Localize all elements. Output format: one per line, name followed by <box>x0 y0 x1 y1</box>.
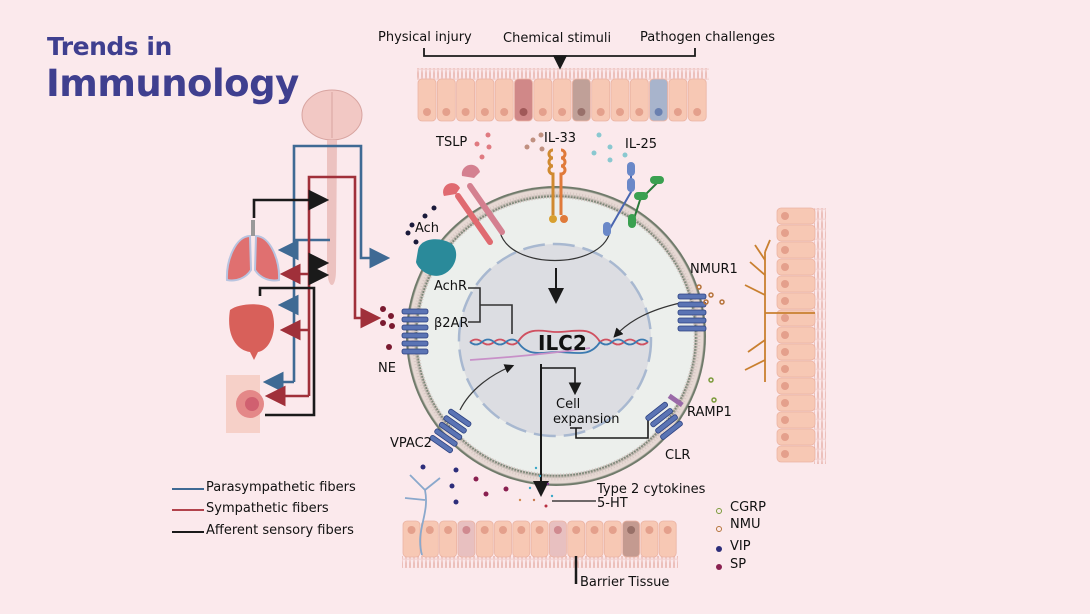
brain-spinal-cord <box>302 90 362 285</box>
label-cell: Cell <box>556 397 580 412</box>
cell-nucleus <box>423 108 431 116</box>
label-il33: IL-33 <box>544 131 576 146</box>
cell-nucleus <box>481 526 489 534</box>
legend-line-sympathetic <box>172 509 204 511</box>
trigger-physical-injury: Physical injury <box>378 30 472 45</box>
legend-sympathetic: Sympathetic fibers <box>206 501 329 516</box>
cell-nucleus <box>781 365 789 373</box>
cell-nucleus <box>597 108 605 116</box>
top-epithelium <box>417 68 709 121</box>
cell-nucleus <box>616 108 624 116</box>
legend-cgrp: CGRP <box>730 500 766 515</box>
trigger-pathogen-challenges: Pathogen challenges <box>640 30 775 45</box>
cell-nucleus <box>609 526 617 534</box>
cell-nucleus <box>577 108 585 116</box>
cell-nucleus <box>539 108 547 116</box>
cell-nucleus <box>674 108 682 116</box>
cgrp-dots <box>709 378 716 402</box>
cell-nucleus <box>517 526 525 534</box>
legend-dot-nmu <box>716 526 722 532</box>
cell-nucleus <box>408 526 416 534</box>
cell-nucleus <box>781 229 789 237</box>
legend-dot-cgrp <box>716 508 722 514</box>
label-ramp1: RAMP1 <box>687 405 732 420</box>
legend-line-parasympathetic <box>172 488 204 490</box>
legend-vip: VIP <box>730 539 751 554</box>
cell-nucleus <box>481 108 489 116</box>
cell-nucleus <box>572 526 580 534</box>
cell-nucleus <box>536 526 544 534</box>
cell-nucleus <box>554 526 562 534</box>
cell-nucleus <box>499 526 507 534</box>
cell-nucleus <box>781 263 789 271</box>
lungs <box>227 220 279 281</box>
cell-nucleus <box>627 526 635 534</box>
legend-dot-vip <box>716 546 722 552</box>
intestine <box>229 304 274 360</box>
cell-nucleus <box>664 526 672 534</box>
cell-nucleus <box>781 314 789 322</box>
cell-nucleus <box>781 280 789 288</box>
cell-nucleus <box>781 246 789 254</box>
legend-afferent: Afferent sensory fibers <box>206 523 354 538</box>
cell-nucleus <box>462 108 470 116</box>
parasympathetic-fibers <box>268 146 385 382</box>
label-expansion: expansion <box>553 412 620 427</box>
cell-nucleus <box>500 108 508 116</box>
cell-nucleus <box>462 526 470 534</box>
cell-nucleus <box>781 416 789 424</box>
cell-nucleus <box>426 526 434 534</box>
trigger-bracket <box>424 48 695 66</box>
label-clr: CLR <box>665 448 690 463</box>
right-epithelium <box>777 208 826 464</box>
cell-nucleus <box>781 348 789 356</box>
label-5ht: 5-HT <box>597 496 628 511</box>
label-achr: AchR <box>434 279 467 294</box>
legend-line-afferent <box>172 531 204 533</box>
cell-nucleus <box>781 212 789 220</box>
cell-nucleus <box>655 108 663 116</box>
label-vpac2: VPAC2 <box>390 436 432 451</box>
cell-nucleus <box>444 526 452 534</box>
bottom-epithelium <box>402 521 678 568</box>
journal-title-line1: Trends in <box>47 32 172 61</box>
cell-nucleus <box>781 450 789 458</box>
cell-nucleus <box>781 382 789 390</box>
cell-nucleus <box>558 108 566 116</box>
legend-sp: SP <box>730 557 746 572</box>
cell-nucleus <box>693 108 701 116</box>
label-barrier-tissue: Barrier Tissue <box>580 575 669 590</box>
cell-nucleus <box>442 108 450 116</box>
label-ne: NE <box>378 361 396 376</box>
legend-parasympathetic: Parasympathetic fibers <box>206 480 356 495</box>
cell-nucleus <box>781 331 789 339</box>
journal-title-line2: Immunology <box>46 62 299 105</box>
ne-dots <box>380 306 395 350</box>
label-ach: Ach <box>415 221 439 236</box>
cell-nucleus <box>645 526 653 534</box>
cell-nucleus <box>520 108 528 116</box>
label-tslp: TSLP <box>436 135 467 150</box>
cell-nucleus <box>781 399 789 407</box>
trigger-chemical-stimuli: Chemical stimuli <box>503 31 611 46</box>
label-il25: IL-25 <box>625 137 657 152</box>
cell-nucleus <box>635 108 643 116</box>
legend-nmu: NMU <box>730 517 760 532</box>
label-nmur1: NMUR1 <box>690 262 738 277</box>
cell-nucleus <box>781 297 789 305</box>
label-ilc2: ILC2 <box>538 331 587 355</box>
cell-nucleus <box>781 433 789 441</box>
cell-nucleus <box>591 526 599 534</box>
label-type2-cytokines: Type 2 cytokines <box>597 482 705 497</box>
skin <box>226 375 264 433</box>
label-b2ar: β2AR <box>434 316 469 331</box>
legend-dot-sp <box>716 564 722 570</box>
